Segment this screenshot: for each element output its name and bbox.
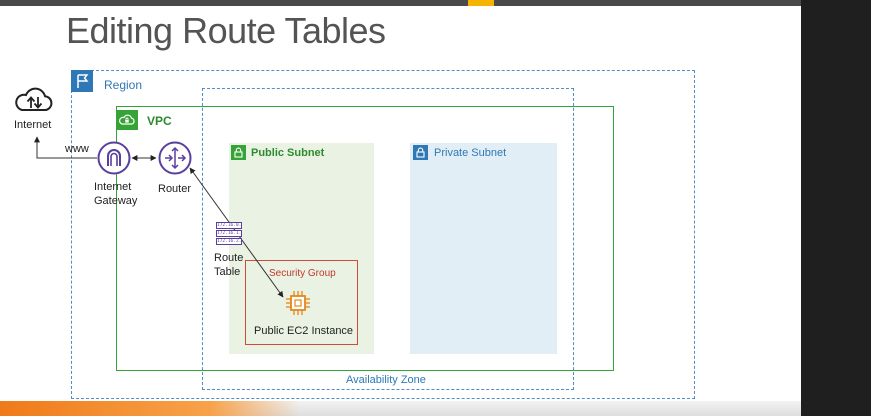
chip-icon — [284, 289, 312, 317]
ec2-label: Public EC2 Instance — [254, 325, 354, 337]
vpc-container — [116, 106, 614, 371]
region-label: Region — [104, 78, 143, 92]
route-table-row: 172.16.0.0 — [216, 222, 242, 229]
flag-icon — [71, 70, 93, 92]
internet-label: Internet — [14, 119, 52, 131]
title-bar-strip — [0, 0, 801, 6]
public-subnet-label: Public Subnet — [251, 147, 325, 159]
lock-icon — [413, 145, 428, 160]
security-group-container — [245, 260, 358, 345]
arch-gateway-icon — [97, 141, 131, 175]
security-group-label: Security Group — [269, 268, 336, 279]
slide-footer-bar — [0, 401, 801, 416]
footer-orange-band — [0, 401, 300, 416]
route-table-label-line2: Table — [214, 266, 241, 278]
gateway-label-line1: Internet — [94, 181, 132, 193]
cloud-icon — [12, 84, 56, 116]
route-table-row: 172.16.1.0 — [216, 230, 242, 237]
vpc-label: VPC — [147, 114, 172, 128]
route-table-row: 172.16.2.0 — [216, 238, 242, 245]
region-container — [71, 70, 695, 399]
availability-zone-label: Availability Zone — [346, 374, 426, 386]
gateway-label-line2: Gateway — [94, 195, 138, 207]
lock-icon — [231, 145, 246, 160]
private-subnet-label: Private Subnet — [434, 147, 507, 159]
cloud-lock-icon — [116, 110, 138, 130]
private-subnet-container — [410, 143, 557, 354]
www-label: www — [65, 143, 89, 155]
table-icon: 172.16.0.0 172.16.1.0 172.16.2.0 — [216, 222, 242, 246]
side-panel — [801, 0, 871, 416]
router-arrows-icon — [158, 141, 192, 175]
title-bar-accent — [468, 0, 494, 6]
route-table-label-line1: Route — [214, 252, 244, 264]
router-label: Router — [158, 183, 192, 195]
page-title: Editing Route Tables — [66, 10, 386, 51]
